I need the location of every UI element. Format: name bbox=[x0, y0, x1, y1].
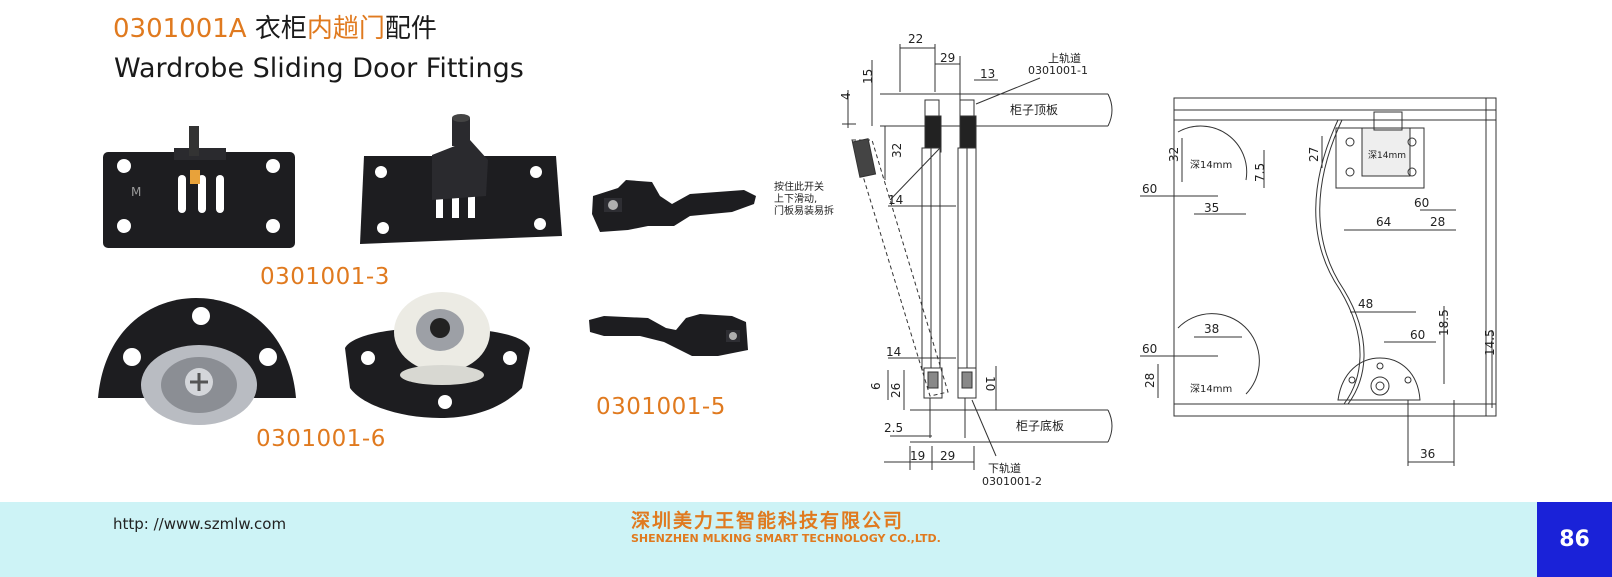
dim-10: 10 bbox=[983, 376, 997, 391]
depth-label-3: 深14mm bbox=[1190, 383, 1232, 395]
plate-logo: M bbox=[131, 185, 141, 199]
title-cn-part-2: 内趟门 bbox=[306, 14, 385, 44]
website-url[interactable]: http: //www.szmlw.com bbox=[113, 515, 287, 533]
door-clip-lower-image bbox=[589, 314, 748, 356]
front-elevation-drawing: 32 深14mm 60 35 7.5 27 深14mm 60 64 28 48 … bbox=[1140, 97, 1497, 466]
note-line-1: 按住此开关 bbox=[774, 180, 824, 193]
side-section-drawing: 22 29 13 15 4 32 14 14 6 26 10 2.5 19 29… bbox=[774, 32, 1113, 488]
depth-label-1: 深14mm bbox=[1190, 159, 1232, 171]
dim-36: 36 bbox=[1420, 447, 1435, 461]
dim-60-c: 60 bbox=[1142, 342, 1157, 356]
dim-2-5: 2.5 bbox=[884, 421, 903, 435]
dim-35: 35 bbox=[1204, 201, 1219, 215]
product-label-0301001-3: 0301001-3 bbox=[260, 264, 390, 290]
dim-60-d: 60 bbox=[1410, 328, 1425, 342]
bottom-rail-cn: 下轨道 bbox=[988, 461, 1021, 475]
dim-15: 15 bbox=[861, 69, 875, 84]
dim-27: 27 bbox=[1307, 147, 1321, 162]
product-photos: M bbox=[98, 114, 756, 425]
mounting-plate-image: M bbox=[103, 126, 295, 248]
dim-18-5: 18.5 bbox=[1437, 309, 1451, 336]
product-label-0301001-6: 0301001-6 bbox=[256, 426, 386, 452]
dim-29-bottom: 29 bbox=[940, 449, 955, 463]
depth-label-2: 深14mm bbox=[1368, 150, 1406, 161]
company-name-en: SHENZHEN MLKING SMART TECHNOLOGY CO.,LTD… bbox=[631, 532, 941, 545]
dim-19: 19 bbox=[910, 449, 925, 463]
note-line-3: 门板易装易拆 bbox=[774, 204, 834, 217]
dim-32: 32 bbox=[1167, 147, 1181, 162]
dim-32: 32 bbox=[890, 143, 904, 158]
dim-38: 38 bbox=[1204, 322, 1219, 336]
dim-48: 48 bbox=[1358, 297, 1373, 311]
footer-bar bbox=[0, 502, 1537, 577]
title-cn-part-1: 衣柜 bbox=[254, 14, 307, 44]
dim-26: 26 bbox=[889, 383, 903, 398]
top-rail-code: 0301001-1 bbox=[1028, 64, 1088, 77]
page-title-en: Wardrobe Sliding Door Fittings bbox=[114, 53, 524, 84]
mounting-plate-angled-image bbox=[360, 114, 562, 244]
dim-6: 6 bbox=[869, 382, 883, 390]
dim-4: 4 bbox=[839, 92, 853, 100]
dim-28-a: 28 bbox=[1430, 215, 1445, 229]
dim-14-5: 14.5 bbox=[1483, 329, 1497, 356]
top-board-label: 柜子顶板 bbox=[1010, 103, 1058, 117]
dim-14-lower: 14 bbox=[886, 345, 901, 359]
page-number: 86 bbox=[1537, 502, 1612, 577]
dim-14-upper: 14 bbox=[888, 193, 903, 207]
roller-wheel-image bbox=[345, 292, 530, 418]
dim-60-b: 60 bbox=[1414, 196, 1429, 210]
page-title-cn: 0301001A 衣柜内趟门配件 bbox=[113, 12, 437, 46]
company-name-cn: 深圳美力王智能科技有限公司 bbox=[631, 510, 905, 532]
dim-29-top: 29 bbox=[940, 51, 955, 65]
dim-28-b: 28 bbox=[1143, 373, 1157, 388]
title-cn-part-3: 配件 bbox=[384, 14, 437, 44]
note-line-2: 上下滑动, bbox=[774, 193, 817, 205]
top-rail-cn: 上轨道 bbox=[1048, 51, 1081, 65]
door-clip-upper-image bbox=[592, 180, 756, 232]
dim-13: 13 bbox=[980, 67, 995, 81]
dim-7-5: 7.5 bbox=[1253, 163, 1267, 182]
bottom-board-label: 柜子底板 bbox=[1016, 418, 1064, 433]
dim-60-a: 60 bbox=[1142, 182, 1157, 196]
product-code: 0301001A bbox=[113, 14, 247, 44]
roller-plate-image bbox=[98, 298, 296, 425]
product-label-0301001-5: 0301001-5 bbox=[596, 394, 726, 420]
bottom-rail-code: 0301001-2 bbox=[982, 475, 1042, 488]
dim-64: 64 bbox=[1376, 215, 1391, 229]
dim-22: 22 bbox=[908, 32, 923, 46]
